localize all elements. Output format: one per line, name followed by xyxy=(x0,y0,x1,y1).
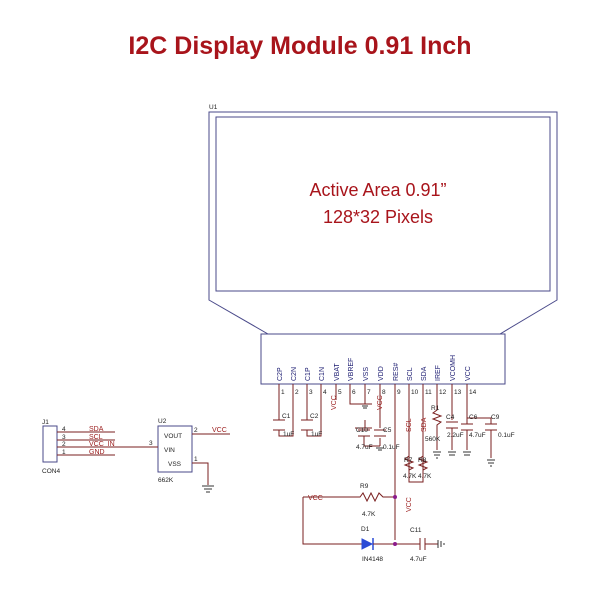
u1-ref: U1 xyxy=(209,104,218,111)
d1-part: IN4148 xyxy=(362,556,383,563)
display-pin-name-1: C2P xyxy=(277,367,284,381)
c10-value: 4.7uF xyxy=(356,444,373,451)
u2-vss: VSS xyxy=(168,461,182,468)
u2-part: 662K xyxy=(158,477,174,484)
c11-ref: C11 xyxy=(410,527,422,534)
display-pin-name-12: IREF xyxy=(435,365,442,381)
vdd-decoupling: VCC VCC C10 4.7uF C5 0.1uF xyxy=(331,395,400,451)
r9-value: 4.7K xyxy=(362,511,376,518)
display-pin-name-5: VBAT xyxy=(334,363,341,381)
u2-pin-vin: 3 xyxy=(149,440,153,447)
c6-value: 4.7uF xyxy=(469,432,486,439)
regulator-u2: U2 VOUT VIN VSS 662K 3 2 1 VCC xyxy=(148,418,230,493)
display-pin-name-13: VCOMH xyxy=(450,355,457,381)
c1-value: 1uF xyxy=(283,431,294,438)
display-pin-number-11: 11 xyxy=(425,389,432,396)
j1-net-gnd: GND xyxy=(89,449,105,456)
page-title: I2C Display Module 0.91 Inch xyxy=(128,32,472,60)
j1-pin2-num: 2 xyxy=(62,441,66,448)
display-pin-number-9: 9 xyxy=(397,389,401,396)
display-pin-number-13: 13 xyxy=(454,389,462,396)
j1-net-scl: SCL xyxy=(89,434,103,441)
display-pin-name-4: C1N xyxy=(319,367,326,381)
active-area-size-label: Active Area 0.91” xyxy=(309,180,446,200)
c10-ref: C10 xyxy=(356,427,368,434)
d1-ref: D1 xyxy=(361,526,370,533)
display-pin-name-9: RES# xyxy=(393,363,400,381)
r8-value: 4.7K xyxy=(418,473,432,480)
display-active-area xyxy=(215,116,551,292)
r1-ref: R1 xyxy=(431,405,440,412)
display-pin-number-8: 8 xyxy=(382,389,386,396)
j1-ref: J1 xyxy=(42,419,49,426)
vdd-net-label: VCC xyxy=(377,395,384,410)
u2-body xyxy=(157,425,193,473)
display-pin-name-3: C1P xyxy=(305,367,312,381)
display-pin-number-12: 12 xyxy=(439,389,447,396)
c9-ref: C9 xyxy=(491,414,500,421)
r7-ref: R7 xyxy=(404,457,413,464)
u2-vin: VIN xyxy=(164,447,175,454)
u2-pin-vss: 1 xyxy=(194,456,198,463)
c9-value: 0.1uF xyxy=(498,432,515,439)
j1-part: CON4 xyxy=(42,468,60,475)
c1-ref: C1 xyxy=(282,413,291,420)
display-pin-number-4: 4 xyxy=(323,389,327,396)
display-pin-stubs xyxy=(278,384,468,540)
display-pin-number-1: 1 xyxy=(281,389,285,396)
display-pin-number-7: 7 xyxy=(367,389,371,396)
display-pin-name-10: SCL xyxy=(407,367,414,381)
reset-vcc-label: VCC xyxy=(308,495,323,502)
display-pin-number-5: 5 xyxy=(338,389,342,396)
j1-body xyxy=(42,425,58,463)
display-pin-name-11: SDA xyxy=(421,366,428,381)
u2-pin-vout: 2 xyxy=(194,427,198,434)
display-pin-number-10: 10 xyxy=(411,389,419,396)
cap-c1-c2: C1 1uF C2 1uF xyxy=(273,400,322,438)
display-pin-number-2: 2 xyxy=(295,389,299,396)
c5-ref: C5 xyxy=(383,427,392,434)
r7-value: 4.7K xyxy=(403,473,417,480)
c4-ref: C4 xyxy=(446,414,455,421)
display-pin-name-8: VDD xyxy=(378,366,385,381)
c11-value: 4.7uF xyxy=(410,556,427,563)
vbat-net-label: VCC xyxy=(331,395,338,410)
reset-network: VCC R9 4.7K D1 IN4148 C11 4.7uF xyxy=(302,483,445,563)
c2-value: 1uF xyxy=(311,431,322,438)
c4-value: 2.2uF xyxy=(447,432,464,439)
iref-resistor: R1 560K xyxy=(425,400,443,459)
scl-net-label: SCL xyxy=(406,418,413,432)
display-fpc-connector xyxy=(260,333,506,385)
c5-value: 0.1uF xyxy=(383,444,400,451)
j1-pin3-num: 3 xyxy=(62,434,66,441)
vcc-decoupling: C4 2.2uF C6 4.7uF C9 0.1uF xyxy=(446,400,515,467)
display-pin-name-7: VSS xyxy=(363,367,370,381)
display-pin-number-3: 3 xyxy=(309,389,313,396)
u2-out-net: VCC xyxy=(212,427,227,434)
display-pin-labels: C2P 1 C2N 2 C1P 3 C1N 4 VBAT 5 VBREF 6 VSS 7 VDD 8 RES# 9… xyxy=(277,355,477,396)
j1-pin4-num: 4 xyxy=(62,426,66,433)
j1-pin1-num: 1 xyxy=(62,449,66,456)
display-pin-name-6: VBREF xyxy=(348,358,355,381)
i2c-pullups: SCL SDA R7 R8 4.7K 4.7K VCC xyxy=(403,417,432,512)
j1-net-sda: SDA xyxy=(89,426,104,433)
connector-j1: J1 CON4 4 3 2 1 SDA SCL VCC_IN GND xyxy=(42,419,148,475)
display-module-u1: U1 Active Area 0.91” 128*32 Pixels xyxy=(208,104,558,385)
active-area-resolution-label: 128*32 Pixels xyxy=(323,207,433,227)
r1-value: 560K xyxy=(425,436,441,443)
u2-vout: VOUT xyxy=(164,433,182,440)
vcc-pullup-label: VCC xyxy=(406,497,413,512)
display-pin-number-6: 6 xyxy=(352,389,356,396)
display-pin-name-14: VCC xyxy=(465,366,472,381)
j1-net-vcc-in: VCC_IN xyxy=(89,441,115,448)
display-pin-name-2: C2N xyxy=(291,367,298,381)
c6-ref: C6 xyxy=(469,414,478,421)
c2-ref: C2 xyxy=(310,413,319,420)
u2-ref: U2 xyxy=(158,418,167,425)
r9-ref: R9 xyxy=(360,483,369,490)
display-pin-number-14: 14 xyxy=(469,389,477,396)
sda-net-label: SDA xyxy=(421,417,428,432)
r8-ref: R8 xyxy=(418,457,427,464)
